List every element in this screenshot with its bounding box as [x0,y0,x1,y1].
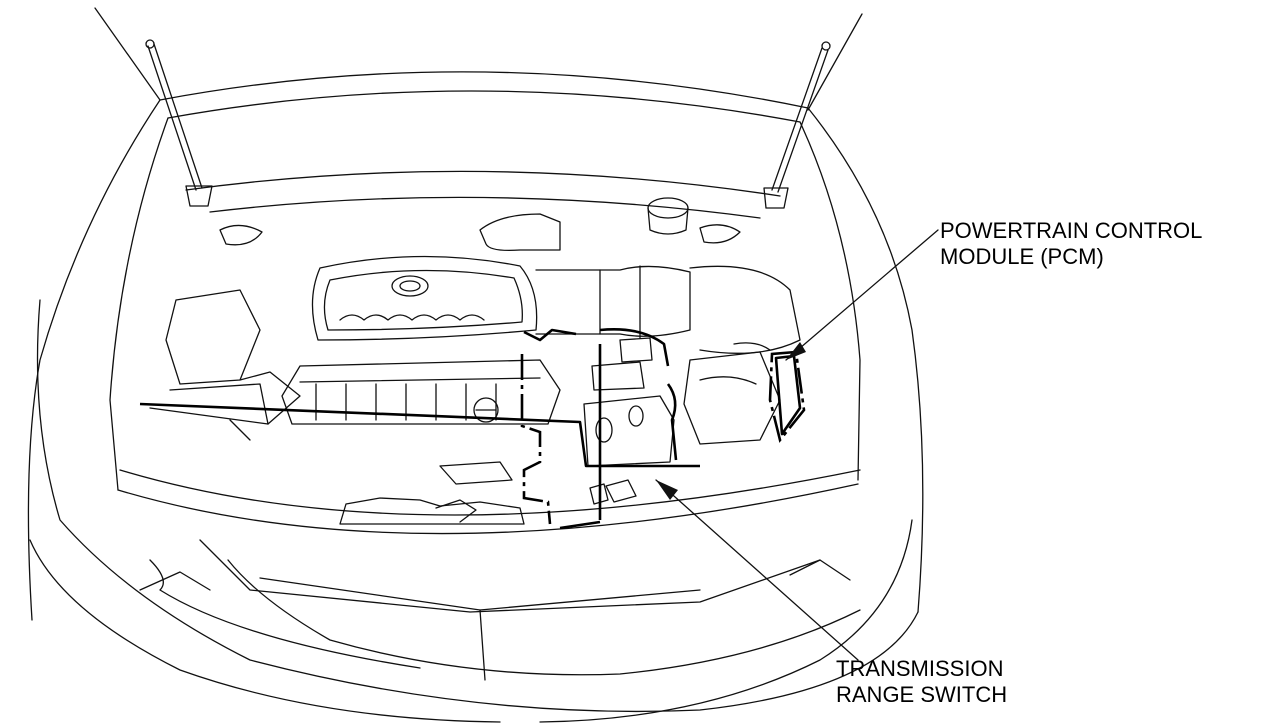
trs-arrowhead [656,480,678,500]
pcm-label-line2: MODULE (PCM) [940,244,1104,269]
right-components [683,342,781,445]
trs-callout: TRANSMISSION RANGE SWITCH [836,656,1007,708]
pcm-callout: POWERTRAIN CONTROL MODULE (PCM) [940,218,1202,270]
coolant-reservoir [647,197,689,235]
wiring-harness [139,328,700,530]
trs-leader-line [655,479,859,661]
trs-label-line2: RANGE SWITCH [836,682,1008,707]
transmission-area [583,337,675,505]
pcm-leader-line [785,229,939,361]
cowl-area [185,170,781,246]
vehicle-body [27,99,924,723]
engine-cover [311,255,538,341]
radiator-support [339,461,525,525]
left-components [149,289,301,441]
pcm-label-line1: POWERTRAIN CONTROL [940,218,1203,243]
raised-hood [94,7,863,123]
pcm-unit [768,350,806,443]
pcm-arrowhead [786,342,806,360]
intake-plenum [281,359,561,425]
hood-strut-right [763,41,831,209]
intake-duct [479,213,801,354]
hood-strut-left [145,39,213,207]
trs-label-line1: TRANSMISSION [836,656,1004,681]
leader-lines [655,229,939,661]
